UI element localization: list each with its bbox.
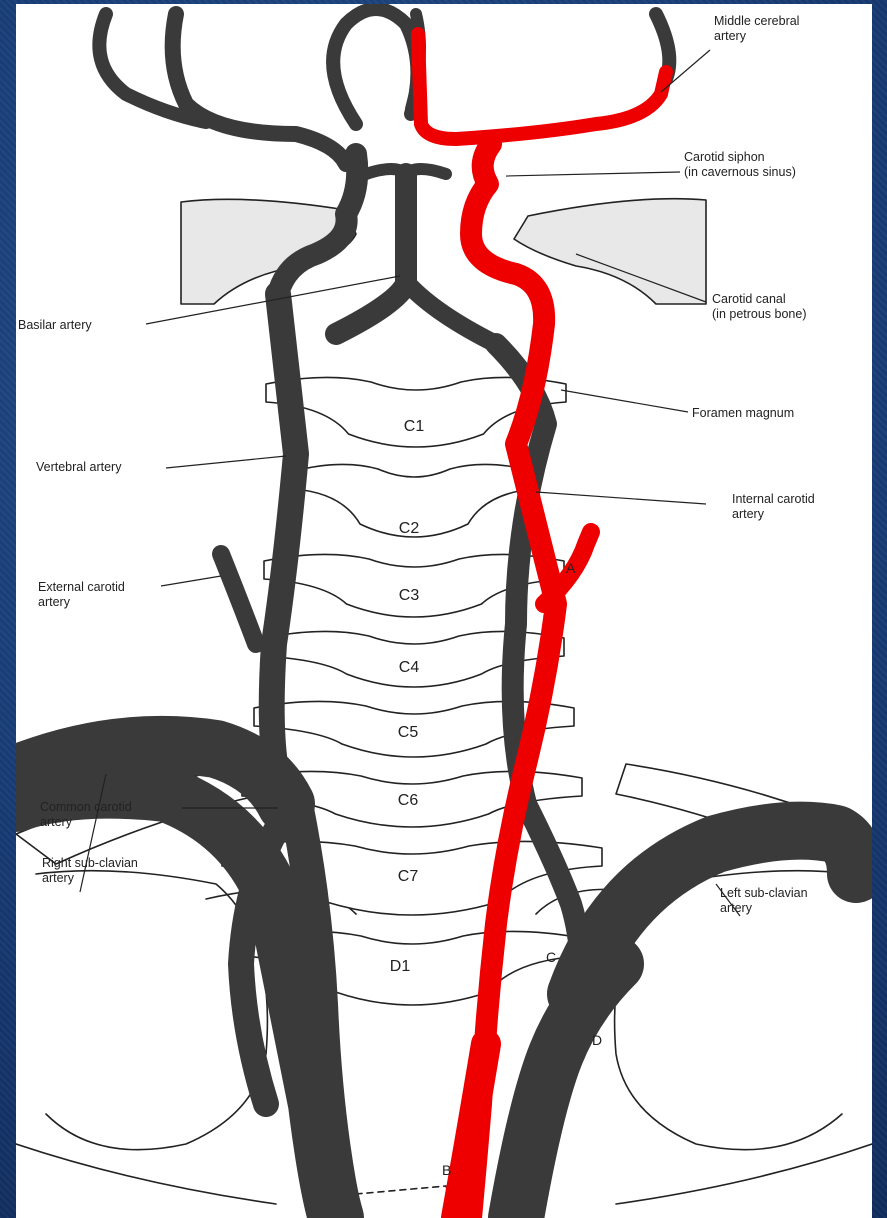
- leader-vertebral: [166, 456, 286, 468]
- marker-a: A: [566, 560, 575, 576]
- red-middle-cerebral: [418, 34, 666, 139]
- leader-external-carotid: [161, 576, 221, 586]
- vertebra-label-c5: C5: [378, 724, 438, 742]
- left-subclavian-lower: [516, 964, 616, 1218]
- label-basilar: Basilar artery: [18, 318, 92, 333]
- vertebra-label-c7: C7: [378, 868, 438, 886]
- vertebra-label-c1: C1: [384, 418, 444, 436]
- vertebra-label-c2: C2: [379, 520, 439, 538]
- right-external-carotid: [221, 554, 256, 644]
- artery-diagram: [16, 4, 872, 1218]
- diagram-frame: C1 C2 C3 C4 C5 C6 C7 D1 A B C D Middle c…: [16, 4, 872, 1218]
- label-carotid-siphon: Carotid siphon(in cavernous sinus): [684, 150, 796, 180]
- label-vertebral: Vertebral artery: [36, 460, 121, 475]
- vertebra-label-d1: D1: [370, 958, 430, 976]
- circle-willis-left-branch: [173, 14, 346, 164]
- circle-willis-center-loop: [333, 9, 417, 124]
- basilar-right-branch: [408, 284, 496, 344]
- vertebra-label-c4: C4: [379, 659, 439, 677]
- leader-carotid-siphon: [506, 172, 680, 176]
- vertebra-label-c6: C6: [378, 792, 438, 810]
- leader-internal-carotid: [536, 492, 706, 504]
- label-foramen-magnum: Foramen magnum: [692, 406, 794, 421]
- vertebra-label-c3: C3: [379, 587, 439, 605]
- sternum-dashed: [356, 1186, 456, 1218]
- lower-rib-line-l: [16, 1144, 276, 1204]
- marker-b: B: [442, 1162, 451, 1178]
- label-carotid-canal: Carotid canal(in petrous bone): [712, 292, 807, 322]
- marker-d: D: [592, 1032, 602, 1048]
- marker-c: C: [546, 949, 556, 965]
- basilar-fork: [366, 169, 446, 174]
- leader-foramen-magnum: [561, 390, 688, 412]
- lower-rib-line-r: [616, 1144, 872, 1204]
